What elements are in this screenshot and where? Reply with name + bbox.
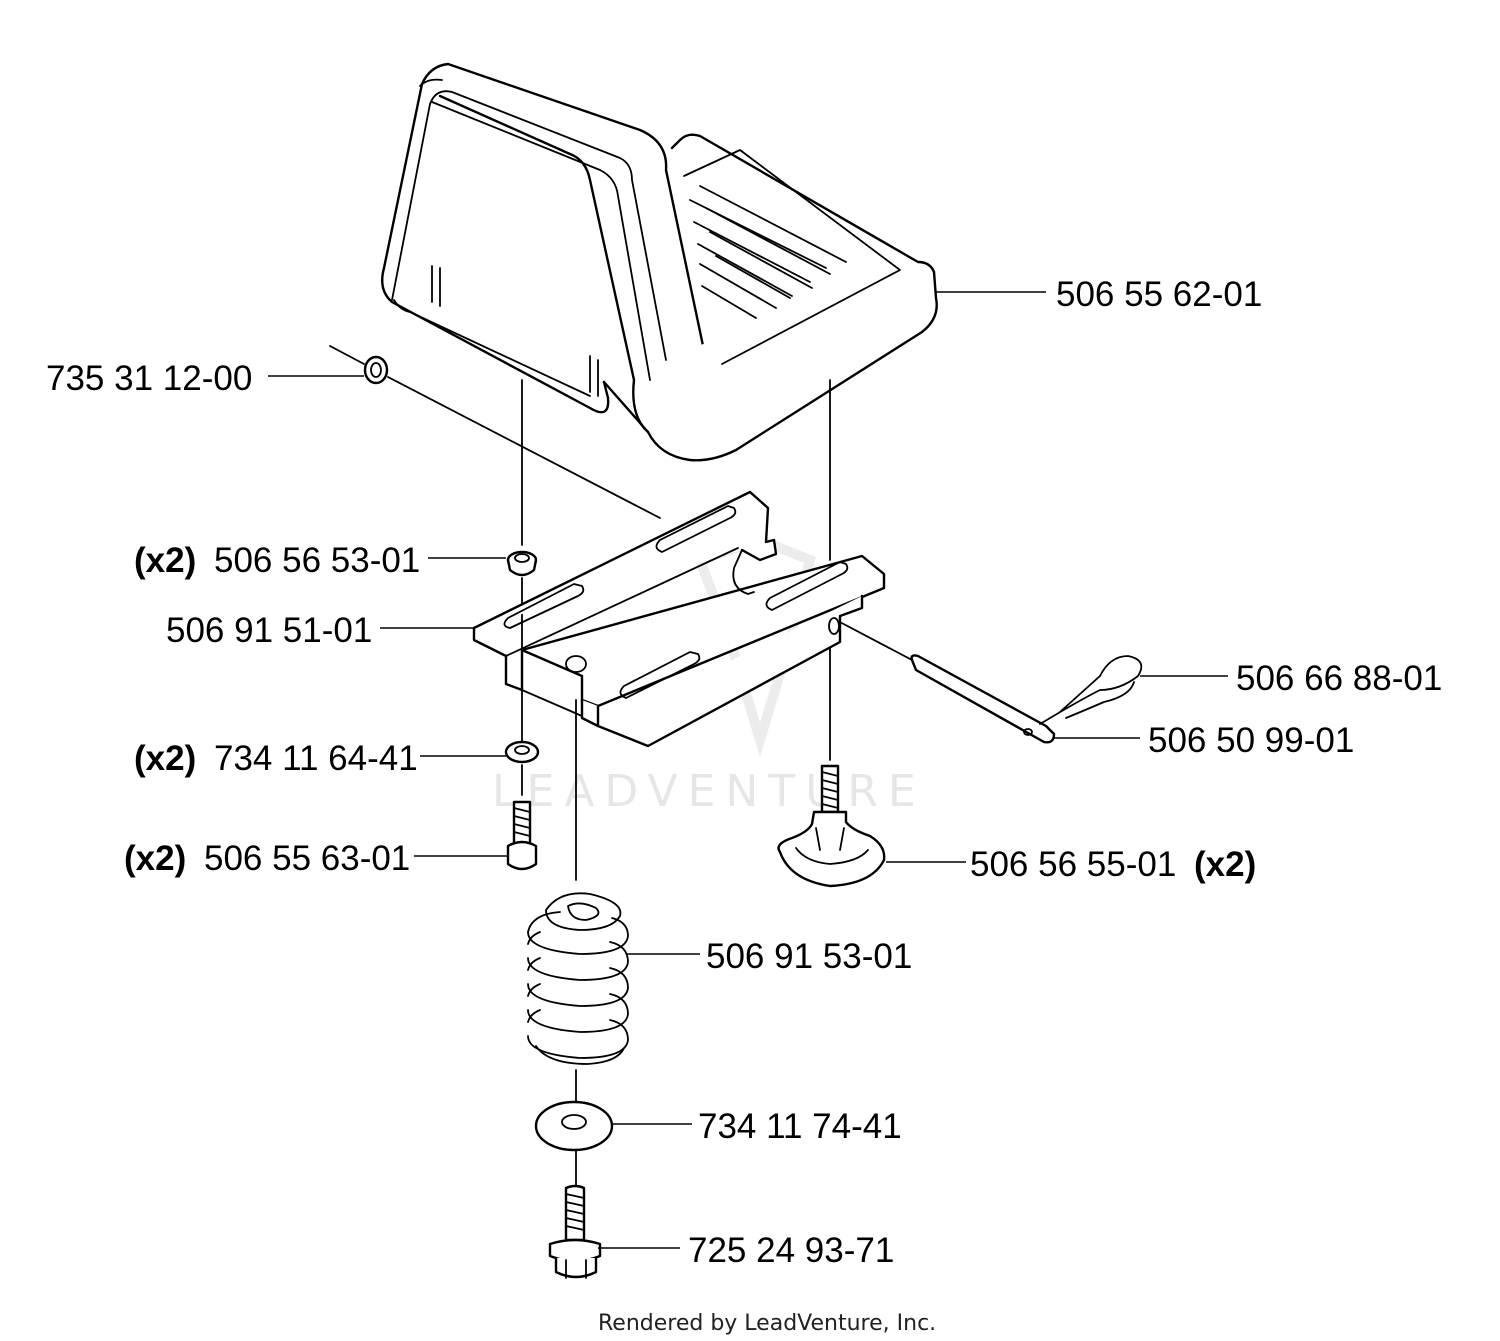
bracket-part[interactable] [472,490,886,748]
callout-knob[interactable]: 506 56 55-01 (x2) [970,845,1256,884]
callout-pin[interactable]: 506 50 99-01 [1148,721,1354,760]
clip-part[interactable] [329,345,661,519]
knob-part[interactable] [777,764,886,888]
pin-part[interactable] [910,654,1056,744]
callout-clip[interactable]: 735 31 12-00 [46,359,252,398]
callout-bracket[interactable]: 506 91 51-01 [166,611,372,650]
assembly-axes [521,379,913,1186]
callouts: 506 55 62-01 735 31 12-00 (x2) 506 56 53… [46,275,1442,1270]
callout-bushing[interactable]: (x2) 506 56 53-01 [134,541,420,580]
leader-lines [268,291,1228,1249]
callout-hairpin[interactable]: 506 66 88-01 [1236,659,1442,698]
callout-small-washer[interactable]: (x2) 734 11 64-41 [134,739,418,778]
small-washer-part[interactable] [504,740,540,764]
callout-spring[interactable]: 506 91 53-01 [706,937,912,976]
callout-large-washer[interactable]: 734 11 74-41 [698,1107,902,1146]
spring-part[interactable] [527,892,629,1065]
watermark-text: LEADVENTURE [492,766,926,817]
screw-part[interactable] [506,800,538,871]
footer-credit: Rendered by LeadVenture, Inc. [598,1311,936,1336]
hairpin-part[interactable] [1039,655,1143,725]
callout-bolt[interactable]: 725 24 93-71 [688,1231,894,1270]
bushing-part[interactable] [506,550,538,577]
callout-screw[interactable]: (x2) 506 55 63-01 [124,839,410,878]
bolt-part[interactable] [548,1184,602,1279]
seat-part[interactable] [381,62,938,462]
callout-seat[interactable]: 506 55 62-01 [1056,275,1262,314]
large-washer-part[interactable] [534,1100,614,1152]
